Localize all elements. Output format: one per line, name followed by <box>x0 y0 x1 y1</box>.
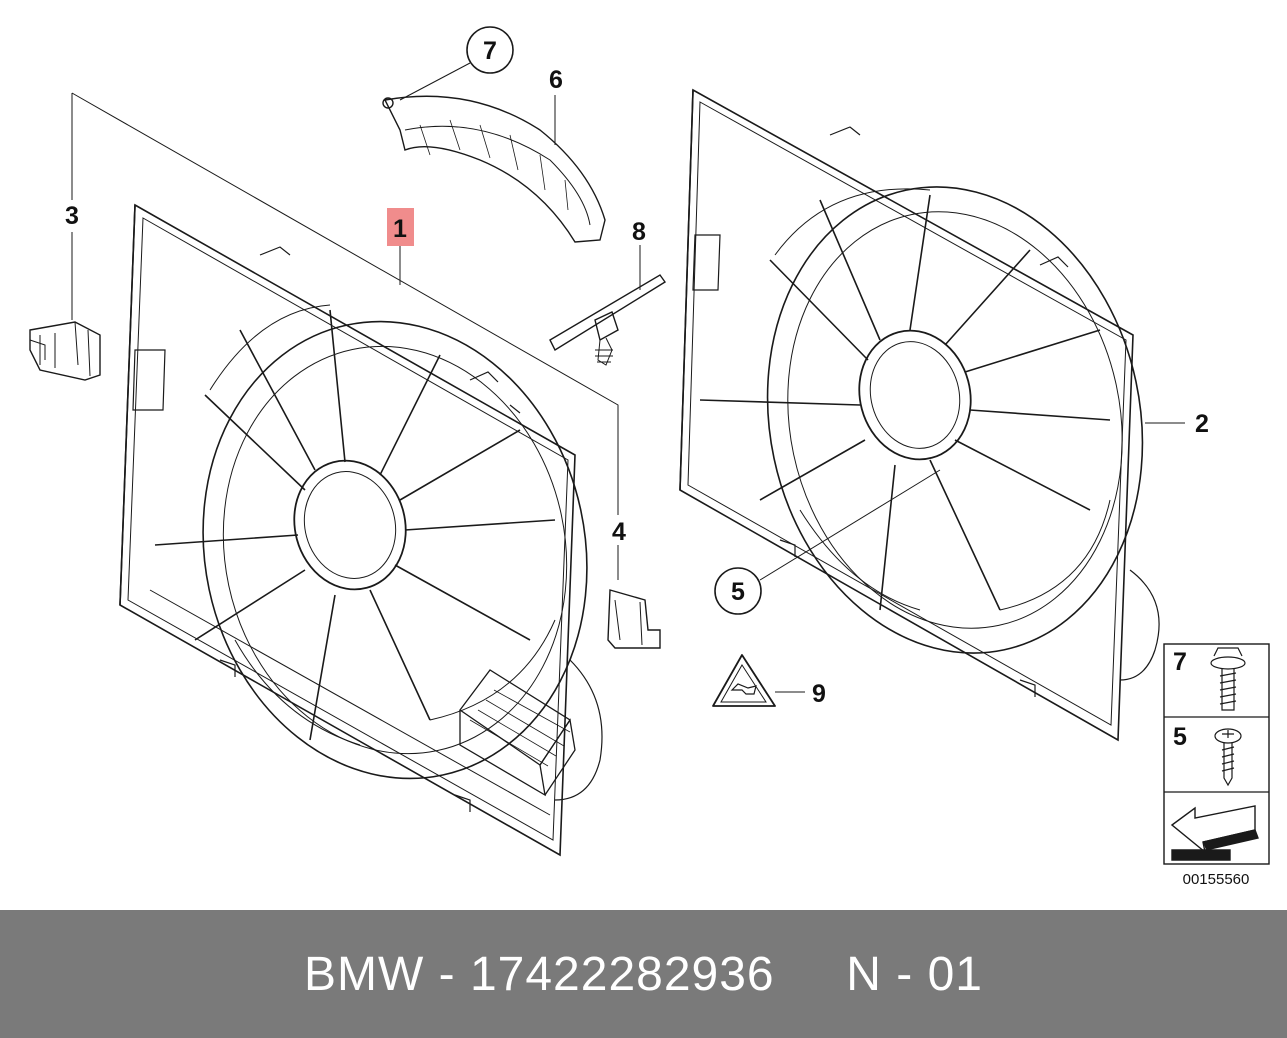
leader-lines <box>71 62 1185 693</box>
hardware-label-7: 7 <box>1173 648 1187 676</box>
callout-1: 1 <box>393 215 407 243</box>
resistor-module <box>459 669 576 797</box>
callout-4: 4 <box>612 518 626 546</box>
callout-8: 8 <box>632 218 646 246</box>
callout-5: 5 <box>731 578 745 606</box>
callout-9: 9 <box>812 680 826 708</box>
direction-arrow-icon <box>1170 805 1259 861</box>
parts-diagram: 1 2 3 4 5 6 7 8 9 7 5 00155560 <box>29 26 1270 888</box>
bracket-part-3 <box>29 321 101 381</box>
hardware-label-5: 5 <box>1173 723 1187 751</box>
diagram-reference-number: 00155560 <box>1183 871 1250 888</box>
callout-2: 2 <box>1195 410 1209 438</box>
callout-6: 6 <box>549 66 563 94</box>
callout-1-highlight <box>387 208 414 246</box>
callout-7-circle <box>466 26 514 74</box>
fan-shroud-assembly-left <box>119 203 603 857</box>
hardware-legend-box: 7 5 <box>1163 643 1270 865</box>
flange-bolt-icon <box>1210 647 1246 711</box>
callout-3: 3 <box>65 202 79 230</box>
part-number-caption: BMW - 17422282936 N - 01 <box>304 947 983 1001</box>
clip-part-4 <box>607 589 661 649</box>
callout-5-circle <box>714 567 762 615</box>
fan-shroud-assembly-right <box>679 88 1160 742</box>
footer-bar: BMW - 17422282936 N - 01 <box>0 910 1287 1038</box>
callout-7: 7 <box>483 37 497 65</box>
pan-screw-icon <box>1214 728 1242 787</box>
warning-label-part-9 <box>712 654 776 707</box>
air-duct-part-6 <box>382 95 606 243</box>
cable-tie-part-8 <box>549 274 667 366</box>
